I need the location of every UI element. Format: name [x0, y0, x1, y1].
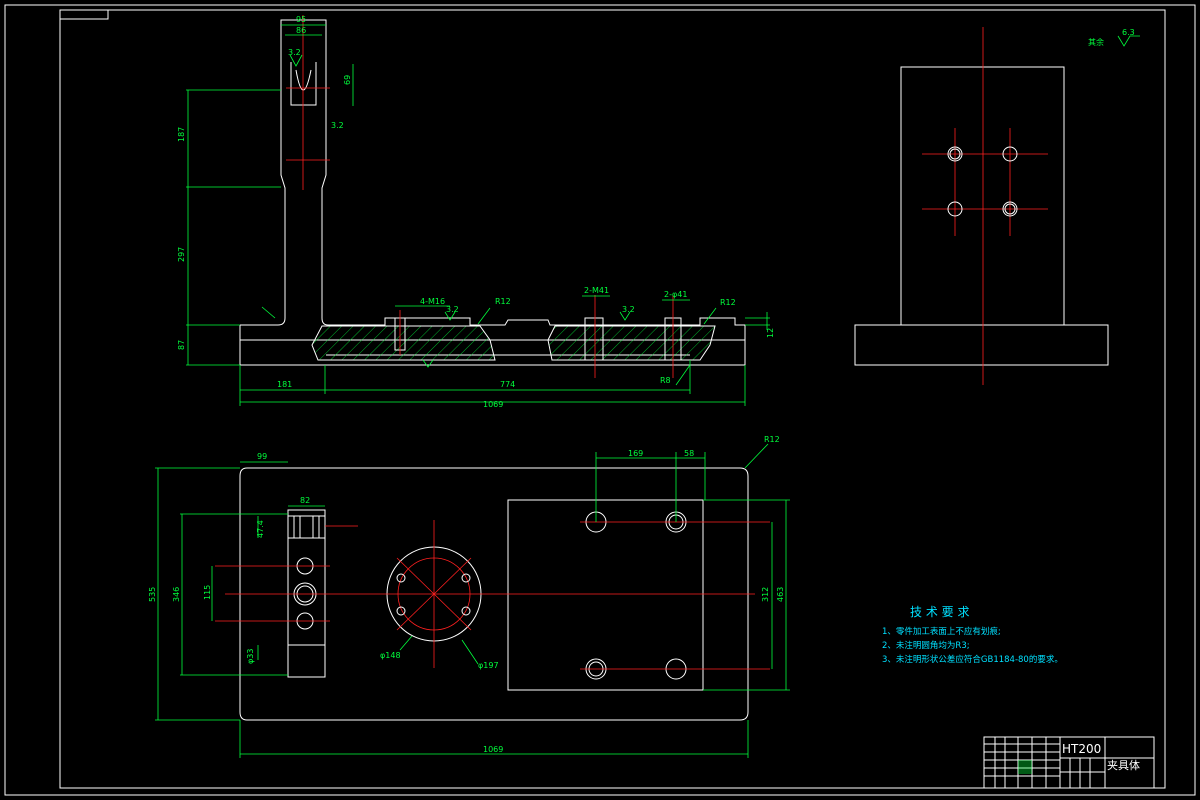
dim-top-right-58: 58	[684, 449, 694, 458]
technical-notes: 技 术 要 求 1、零件加工表面上不应有划痕; 2、未注明圆角均为R3; 3、未…	[882, 605, 1063, 665]
dim-front-phi41: 2-φ41	[664, 290, 687, 299]
outer-border	[4, 4, 1196, 796]
dim-front-top-inner: 86	[296, 26, 306, 35]
dim-front-rough-mid: 3.2	[446, 305, 459, 314]
notes-item-2: 2、未注明圆角均为R3;	[882, 640, 970, 651]
title-block-material: HT200	[1062, 742, 1101, 756]
dim-top-phi148: φ148	[380, 651, 401, 660]
side-view: 其余 6.3	[854, 27, 1140, 385]
dim-top-total-h: 535	[148, 587, 157, 602]
title-block-part-name: 夹具体	[1107, 758, 1140, 772]
dim-top-inner-h: 346	[172, 587, 181, 602]
dim-front-rough-top: 3.2	[288, 48, 301, 57]
dim-front-bottom-mid: 774	[500, 380, 515, 389]
dim-front-h1: 187	[177, 127, 186, 142]
side-roughness-value: 6.3	[1122, 28, 1135, 37]
title-block: HT200 夹具体	[983, 736, 1155, 789]
dim-front-rough-right: 3.2	[622, 305, 635, 314]
notes-title: 技 术 要 求	[910, 605, 969, 619]
dim-top-phi33: φ33	[246, 649, 255, 664]
dim-front-h2: 297	[177, 247, 186, 262]
dim-front-h3: 87	[177, 340, 186, 350]
side-roughness-label: 其余	[1088, 37, 1104, 47]
dim-top-phi197: φ197	[478, 661, 499, 670]
dim-front-right-h: 12	[766, 328, 775, 338]
dim-front-total: 1069	[483, 400, 503, 409]
dim-front-top-width: 95	[296, 15, 306, 24]
dim-front-side-rough: 3.2	[331, 121, 344, 130]
dim-top-bracket-width: 82	[300, 496, 310, 505]
dim-front-m41: 2-M41	[584, 286, 609, 295]
corner-label-box	[59, 9, 109, 20]
dim-front-r-right: R12	[720, 298, 736, 307]
dim-front-r-left: R12	[495, 297, 511, 306]
dim-top-right-312: 312	[761, 587, 770, 602]
dim-top-right-169: 169	[628, 449, 643, 458]
dim-front-slot-depth: 69	[343, 75, 352, 85]
notes-item-1: 1、零件加工表面上不应有划痕;	[882, 626, 1001, 637]
dim-top-total-w: 1069	[483, 745, 503, 754]
inner-border	[59, 9, 1166, 789]
dim-front-bottom-left: 181	[277, 380, 292, 389]
dim-top-hole-spacing: 115	[203, 585, 212, 600]
top-view: 99 82 47.4 535 346 115 φ33 φ148 φ197 169…	[148, 435, 790, 758]
notes-item-3: 3、未注明形状公差应符合GB1184-80的要求。	[882, 654, 1063, 665]
dim-front-r8: R8	[660, 376, 671, 385]
front-view: 95 86 3.2 69 3.2 187 297 87 4-M16 3.2 R1…	[177, 15, 775, 409]
dim-top-r12: R12	[764, 435, 780, 444]
dim-top-right-463: 463	[776, 587, 785, 602]
dim-top-small-h: 47.4	[256, 520, 265, 538]
dim-front-thread: 4-M16	[420, 297, 445, 306]
dim-top-left-width: 99	[257, 452, 267, 461]
